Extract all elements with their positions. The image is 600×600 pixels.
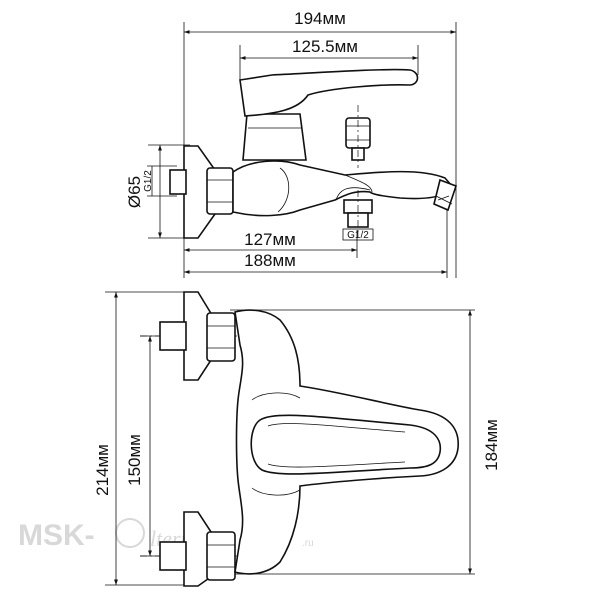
dim-total-length: 194мм <box>294 9 346 28</box>
top-view-upper-inlet <box>159 321 187 351</box>
top-view-lower-inlet <box>159 541 187 571</box>
top-view: 214мм 150мм 184мм <box>93 291 501 587</box>
side-connection-nut <box>206 167 234 215</box>
watermark-logo-icon <box>115 518 145 548</box>
dim-body-length: 188мм <box>244 251 296 270</box>
watermark-brand: MSK- <box>18 519 95 552</box>
side-inlet-pipe <box>169 169 187 195</box>
dim-handle-length: 125.5мм <box>292 37 358 56</box>
dim-flange-diameter: Ø65 <box>125 176 144 208</box>
dim-spout-thread: G1/2 <box>347 230 369 241</box>
dim-inlet-spacing: 150мм <box>125 434 144 486</box>
top-view-lower-nut <box>206 531 236 581</box>
dim-spout-distance: 127мм <box>244 230 296 249</box>
side-view: 194мм 125.5мм 127мм 188мм Ø65 G1/2 <box>125 9 458 278</box>
top-view-upper-nut <box>206 312 236 362</box>
top-view-handle-lever <box>250 414 442 475</box>
dim-inlet-thread: G1/2 <box>143 170 154 192</box>
dim-total-height: 214мм <box>93 444 112 496</box>
watermark-suffix: .ru <box>302 538 314 549</box>
side-handle-lever <box>239 68 419 117</box>
spout-thread-label-box <box>342 228 374 241</box>
side-cartridge-column <box>242 113 307 161</box>
side-faucet-body <box>232 160 453 217</box>
dim-body-height: 184мм <box>482 419 501 471</box>
